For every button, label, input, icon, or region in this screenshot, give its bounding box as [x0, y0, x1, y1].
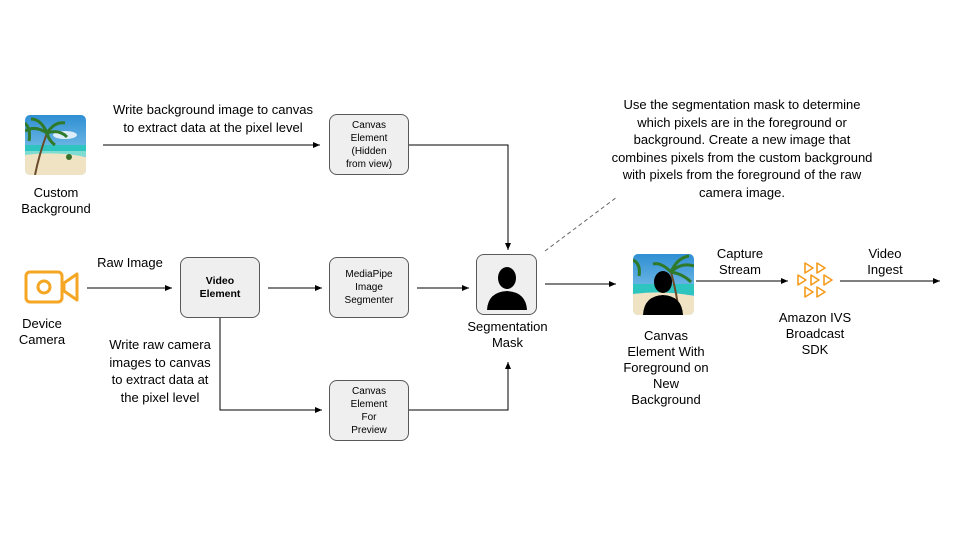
ivs-sdk-label: Amazon IVS Broadcast SDK: [778, 310, 852, 357]
person-silhouette-icon: [486, 266, 527, 310]
arrow-preview-to-mask: [409, 362, 511, 411]
video-element-node[interactable]: Video Element: [180, 257, 260, 318]
canvas-preview-node[interactable]: Canvas Element For Preview: [329, 380, 409, 441]
canvas-hidden-node[interactable]: Canvas Element (Hidden from view): [329, 114, 409, 175]
write-background-label: Write background image to canvas to extr…: [113, 102, 313, 135]
beach-photo-icon: [25, 115, 86, 175]
note-connector: [544, 196, 618, 252]
video-camera-icon: [24, 269, 80, 305]
arrow-hidden-canvas-to-mask: [409, 144, 511, 250]
custom-background-label: Custom Background: [21, 185, 91, 216]
segmentation-mask-label: Segmentation Mask: [467, 319, 548, 350]
canvas-foreground-label: Canvas Element With Foreground on New Ba…: [623, 328, 709, 407]
write-raw-label: Write raw camera images to canvas to ext…: [109, 337, 211, 405]
raw-image-label: Raw Image: [97, 255, 163, 270]
beach-person-composite-icon: [633, 254, 694, 315]
arrow-video-to-preview: [219, 318, 322, 413]
mediapipe-segmenter-node[interactable]: MediaPipe Image Segmenter: [329, 257, 409, 318]
video-ingest-label: Video Ingest: [867, 246, 903, 277]
device-camera-label: Device Camera: [18, 316, 66, 347]
annotation-note: Use the segmentation mask to determine w…: [611, 97, 873, 200]
amazon-ivs-icon: [795, 260, 835, 300]
capture-stream-label: Capture Stream: [716, 246, 764, 277]
segmentation-mask-node[interactable]: [476, 254, 537, 315]
